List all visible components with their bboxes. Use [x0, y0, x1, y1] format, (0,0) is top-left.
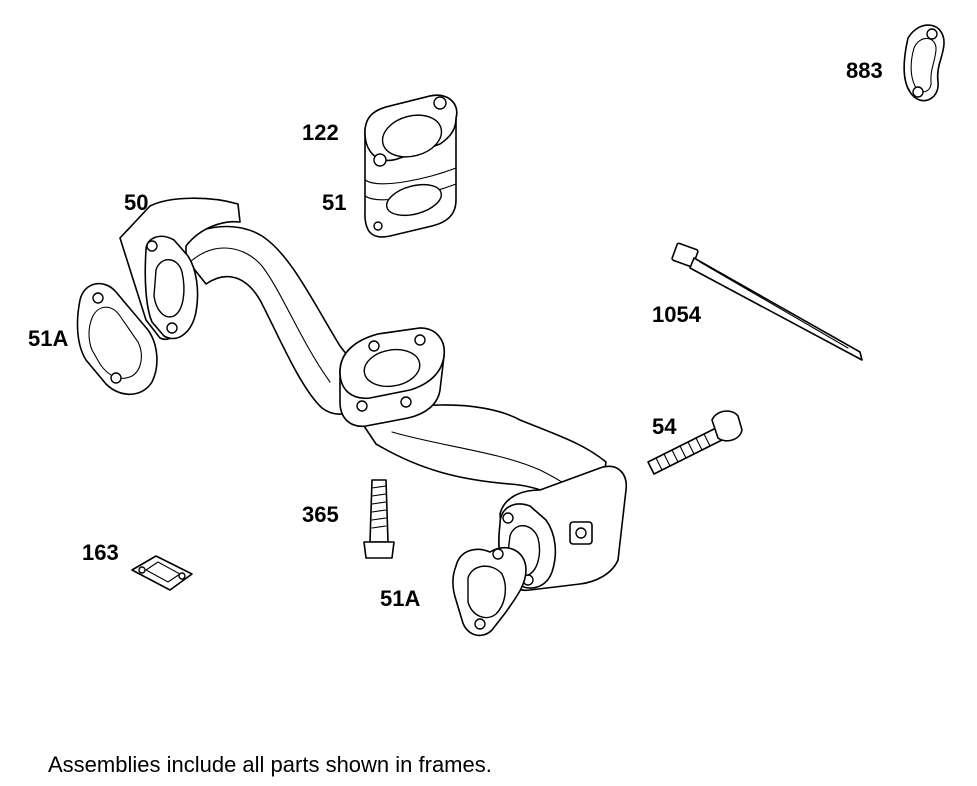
callout-51a-left: 51A	[28, 326, 69, 351]
callout-1054: 1054	[652, 302, 701, 327]
callout-51: 51	[322, 190, 347, 215]
stud-365	[363, 479, 395, 559]
cable-tie-1054	[671, 242, 863, 361]
gasket-163	[131, 555, 193, 591]
callout-50: 50	[124, 190, 149, 215]
bolt-54	[647, 410, 743, 475]
footnote: Assemblies include all parts shown in fr…	[48, 752, 492, 777]
callout-122: 122	[302, 120, 339, 145]
gasket-883	[903, 24, 945, 102]
callout-883: 883	[846, 58, 883, 83]
gasket-51a-right	[452, 546, 527, 637]
callout-163: 163	[82, 540, 119, 565]
callout-365: 365	[302, 502, 339, 527]
intake-manifold-50	[119, 197, 627, 592]
gasket-51a-left	[76, 282, 158, 396]
callout-54: 54	[652, 414, 677, 439]
callout-51a-right: 51A	[380, 586, 421, 611]
spacer-122	[364, 94, 458, 238]
